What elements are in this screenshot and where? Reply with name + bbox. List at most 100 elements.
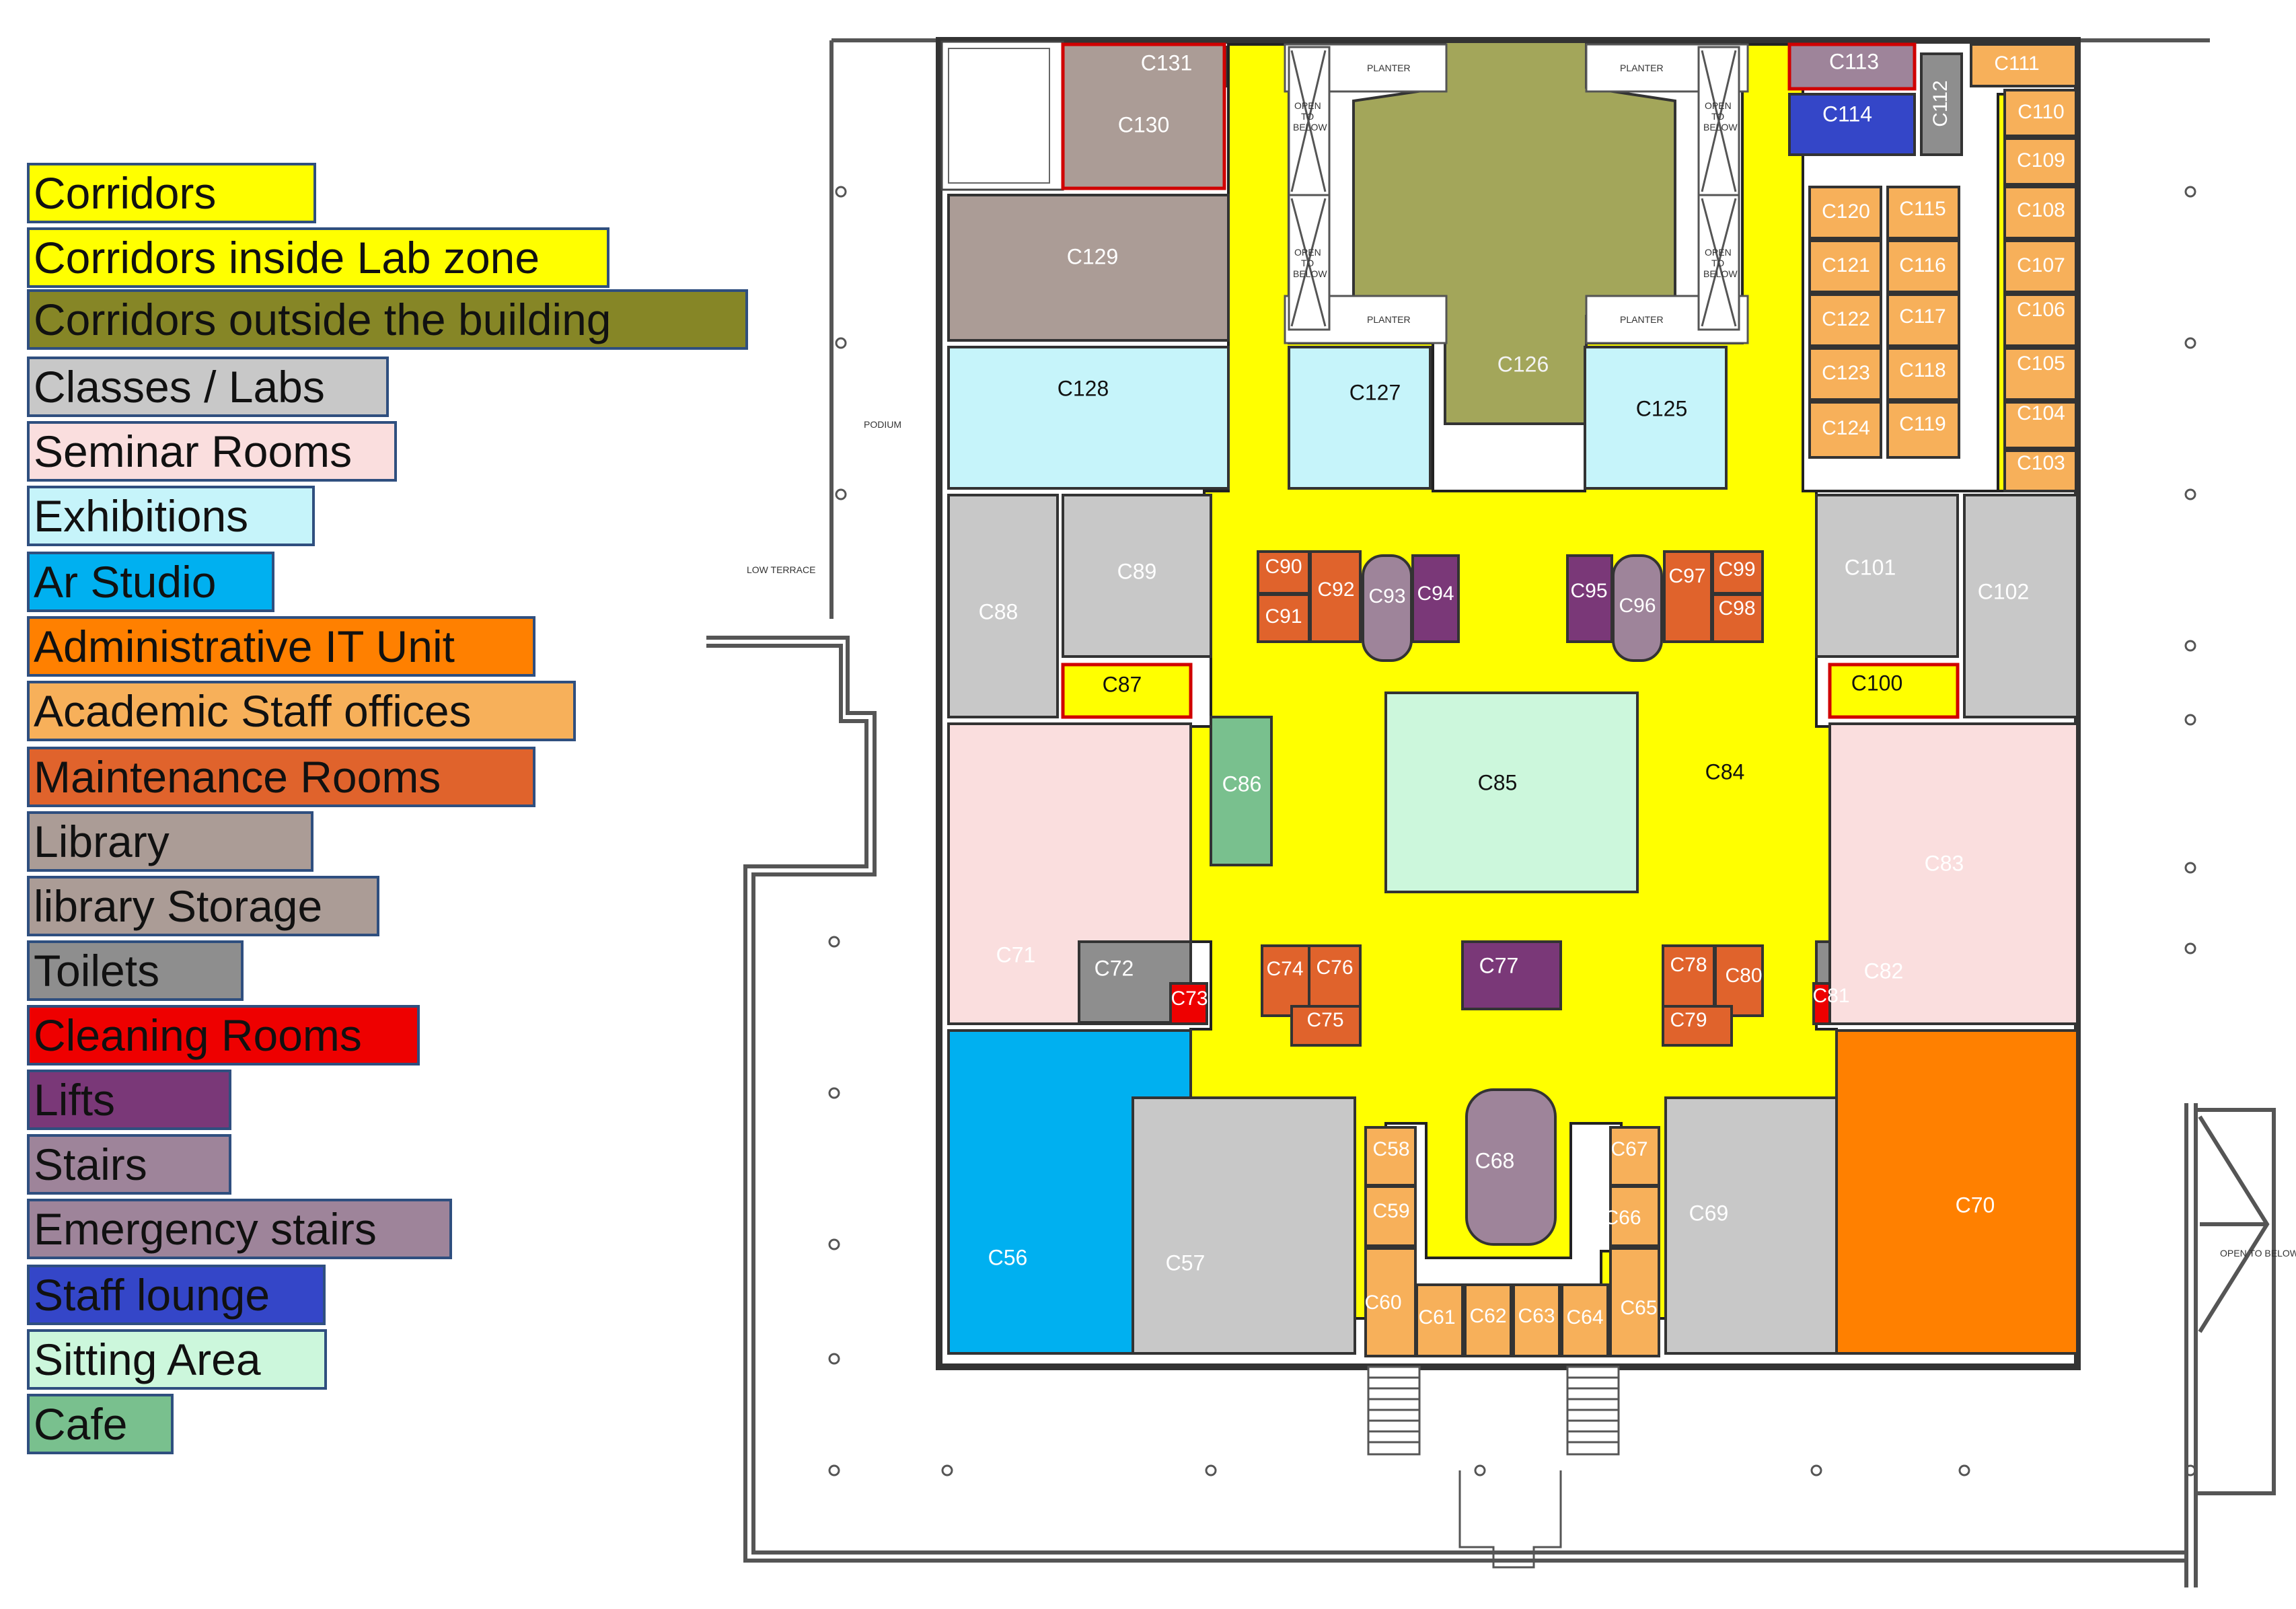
legend-item-maintenance: Maintenance Rooms bbox=[27, 747, 535, 807]
legend-label: library Storage bbox=[34, 881, 323, 931]
room-label: C57 bbox=[1166, 1250, 1206, 1275]
room-c112 bbox=[1920, 52, 1963, 156]
room-label: C56 bbox=[988, 1245, 1028, 1269]
legend-label: Ar Studio bbox=[34, 557, 217, 607]
room-label: C108 bbox=[2017, 199, 2065, 221]
open-to-below-label: BELOW bbox=[1703, 122, 1738, 133]
room-c63 bbox=[1512, 1283, 1561, 1357]
legend-item-stairs: Stairs bbox=[27, 1134, 231, 1195]
room-c127 bbox=[1288, 346, 1432, 490]
room-label: C117 bbox=[1899, 305, 1946, 328]
room-c122 bbox=[1808, 293, 1882, 347]
room-c70 bbox=[1835, 1029, 2079, 1355]
room-label: C79 bbox=[1670, 1009, 1707, 1031]
room-label: C61 bbox=[1418, 1306, 1455, 1329]
room-label: C121 bbox=[1822, 254, 1870, 276]
room-label: C93 bbox=[1368, 585, 1405, 607]
room-c105 bbox=[2003, 347, 2077, 401]
room-label: C69 bbox=[1689, 1201, 1729, 1225]
column-dots bbox=[828, 186, 2196, 1476]
room-c87 bbox=[1061, 663, 1193, 719]
open-to-below-label: BELOW bbox=[1293, 122, 1327, 133]
room-label: C70 bbox=[1956, 1193, 1995, 1217]
room-label: C128 bbox=[1058, 376, 1109, 400]
room-c74 bbox=[1261, 944, 1310, 1017]
legend-label: Corridors outside the building bbox=[34, 295, 612, 344]
room-label: C122 bbox=[1822, 308, 1870, 330]
podium-label: PODIUM bbox=[864, 419, 901, 430]
legend-label: Library bbox=[34, 817, 170, 866]
room-label: C123 bbox=[1822, 362, 1870, 384]
room-label: C129 bbox=[1067, 244, 1119, 268]
planters bbox=[1284, 43, 1749, 344]
room-c80 bbox=[1714, 944, 1764, 1017]
room-label: C68 bbox=[1475, 1148, 1515, 1172]
room-label: C78 bbox=[1670, 954, 1707, 976]
room-c113 bbox=[1787, 42, 1917, 91]
legend-label: Maintenance Rooms bbox=[34, 752, 441, 802]
room-label: C60 bbox=[1364, 1292, 1401, 1314]
legend-item-academic-staff: Academic Staff offices bbox=[27, 681, 576, 741]
open-to-below-label: OPEN bbox=[1705, 247, 1732, 258]
legend-item-sitting-area: Sitting Area bbox=[27, 1329, 327, 1390]
room-c104 bbox=[2003, 401, 2077, 449]
room-c111 bbox=[1970, 43, 2077, 87]
room-label: C63 bbox=[1518, 1305, 1555, 1327]
room-c66 bbox=[1609, 1185, 1660, 1247]
room-c106 bbox=[2003, 293, 2077, 347]
room-label: C84 bbox=[1705, 759, 1745, 784]
planter-label: PLANTER bbox=[1620, 63, 1664, 73]
room-c109 bbox=[2003, 137, 2077, 186]
room-c64 bbox=[1561, 1283, 1609, 1357]
legend-label: Cafe bbox=[34, 1399, 128, 1449]
legend-item-emergency-stairs: Emergency stairs bbox=[27, 1199, 452, 1259]
room-label: C75 bbox=[1306, 1009, 1343, 1031]
open-to-below-label: BELOW bbox=[1293, 268, 1327, 279]
room-c118 bbox=[1886, 347, 1960, 401]
legend-label: Sitting Area bbox=[34, 1335, 261, 1384]
room-label: C113 bbox=[1829, 49, 1879, 73]
legend: Corridors Corridors inside Lab zone Corr… bbox=[0, 0, 753, 1609]
entrance-stairs bbox=[1367, 1365, 1620, 1569]
room-c116 bbox=[1886, 239, 1960, 293]
room-label: C98 bbox=[1718, 597, 1755, 620]
room-label: C58 bbox=[1372, 1138, 1409, 1160]
room-c120 bbox=[1808, 186, 1882, 239]
room-label: C74 bbox=[1266, 958, 1303, 980]
legend-item-classes-labs: Classes / Labs bbox=[27, 357, 389, 417]
room-label: C119 bbox=[1899, 413, 1946, 435]
room-label: C103 bbox=[2017, 452, 2065, 474]
room-label: C102 bbox=[1978, 579, 2030, 603]
room-c65 bbox=[1609, 1247, 1660, 1357]
legend-item-toilets: Toilets bbox=[27, 940, 244, 1001]
room-label: C124 bbox=[1822, 417, 1870, 439]
room-c115 bbox=[1886, 186, 1960, 239]
open-to-below-label: TO bbox=[1711, 111, 1724, 122]
room-label: C100 bbox=[1851, 671, 1903, 695]
room-c68 bbox=[1465, 1088, 1557, 1246]
room-label: C105 bbox=[2017, 352, 2065, 375]
room-c95 bbox=[1566, 554, 1613, 643]
room-c102 bbox=[1963, 494, 2079, 718]
room-label: C80 bbox=[1725, 965, 1762, 987]
room-c96 bbox=[1612, 554, 1663, 662]
low-terrace-label: LOW TERRACE bbox=[747, 564, 815, 575]
legend-item-ar-studio: Ar Studio bbox=[27, 552, 274, 612]
room-c110 bbox=[2003, 89, 2077, 137]
legend-label: Classes / Labs bbox=[34, 362, 325, 412]
room-label: C94 bbox=[1417, 583, 1454, 605]
legend-label: Academic Staff offices bbox=[34, 686, 472, 736]
legend-item-cafe: Cafe bbox=[27, 1394, 174, 1454]
legend-item-library: Library bbox=[27, 811, 313, 872]
room-c57 bbox=[1132, 1096, 1356, 1355]
room-label: C104 bbox=[2017, 402, 2065, 424]
room-label: C81 bbox=[1812, 985, 1849, 1007]
room-label: C85 bbox=[1478, 770, 1518, 794]
room-label: C114 bbox=[1822, 102, 1872, 126]
open-to-below-label: TO bbox=[1301, 258, 1314, 268]
open-to-below-label: OPEN bbox=[1294, 100, 1321, 111]
room-label: C120 bbox=[1822, 200, 1870, 223]
room-label: C90 bbox=[1265, 556, 1302, 578]
legend-label: Exhibitions bbox=[34, 491, 249, 541]
room-label: C110 bbox=[2017, 101, 2065, 123]
